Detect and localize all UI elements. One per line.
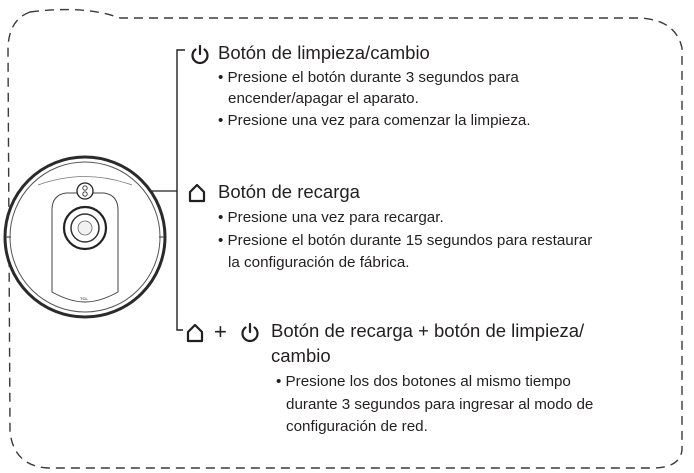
device-logo: TCL xyxy=(80,296,88,301)
section-combo-title-line-2: cambio xyxy=(271,345,331,366)
section-charge-title: Botón de recarga xyxy=(218,181,360,202)
section-power-title: Botón de limpieza/cambio xyxy=(218,42,430,63)
section-power-bullet-1: • Presione el botón durante 3 segundos p… xyxy=(218,69,519,86)
robot-power-button xyxy=(76,182,94,200)
section-power-bullet-2: • Presione una vez para comenzar la limp… xyxy=(218,112,531,129)
home-icon xyxy=(188,183,206,203)
section-power-bullet-1-cont: encender/apagar el aparato. xyxy=(228,90,419,107)
section-combo-bullet-1: • Presione los dos botones al mismo tiem… xyxy=(276,373,571,390)
section-charge-bullet-1: • Presione una vez para recargar. xyxy=(218,209,444,226)
combo-home-icon xyxy=(186,323,204,343)
power-icon xyxy=(191,44,209,65)
combo-power-icon xyxy=(241,322,259,343)
section-combo-bullet-1-cont: durante 3 segundos para ingresar al modo… xyxy=(286,396,594,413)
section-charge-bullet-2-cont: la configuración de fábrica. xyxy=(228,254,410,271)
section-charge-bullet-2: • Presione el botón durante 15 segundos … xyxy=(218,232,593,249)
section-combo-title-line-1: Botón de recarga + botón de limpieza/ xyxy=(271,320,585,341)
section-combo-bullet-1-cont2: configuración de red. xyxy=(286,418,428,435)
connector-vertical-line xyxy=(176,49,185,331)
dashed-frame xyxy=(7,8,683,469)
plus-icon: + xyxy=(214,319,227,344)
robot-vacuum-illustration xyxy=(3,155,167,319)
